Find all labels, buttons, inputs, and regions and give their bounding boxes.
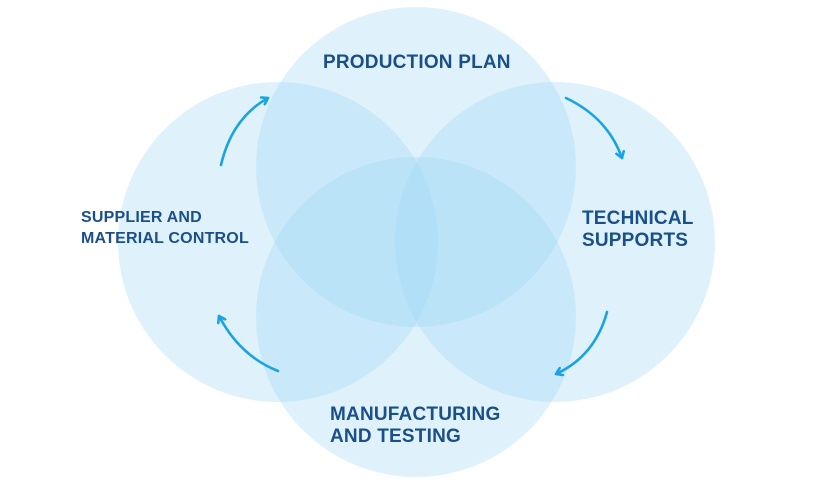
circles-group: [118, 7, 715, 477]
circle-supplier-material: [118, 82, 438, 402]
curved-arrow-icon: [219, 98, 270, 167]
curved-arrow-icon: [554, 310, 609, 374]
curved-arrow-icon: [564, 96, 622, 160]
label-technical-supports: TECHNICAL SUPPORTS: [582, 208, 694, 252]
label-supplier-material-control: SUPPLIER AND MATERIAL CONTROL: [81, 208, 249, 250]
label-line: SUPPLIER AND: [81, 209, 202, 226]
circle-manufacturing-testing: [256, 157, 576, 477]
label-manufacturing-testing: MANUFACTURING AND TESTING: [330, 404, 500, 448]
cycle-arrows: [219, 98, 622, 374]
circle-production-plan: [256, 7, 576, 327]
label-line: TECHNICAL: [582, 208, 694, 229]
circle-technical-supports: [395, 82, 715, 402]
label-line: SUPPORTS: [582, 229, 689, 251]
label-line: PRODUCTION PLAN: [323, 52, 511, 73]
curved-arrow-icon: [219, 314, 280, 373]
label-line: AND TESTING: [330, 425, 461, 447]
label-line: MATERIAL CONTROL: [81, 229, 249, 247]
label-production-plan: PRODUCTION PLAN: [323, 52, 511, 74]
label-line: MANUFACTURING: [330, 404, 501, 425]
